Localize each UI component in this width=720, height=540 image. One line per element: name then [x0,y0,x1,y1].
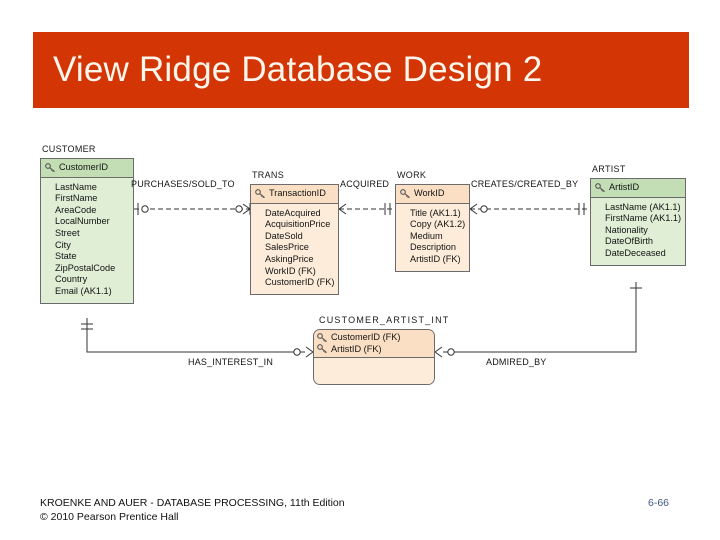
entity-attributes-customer-artist-int [314,358,434,385]
primary-key-icon [255,188,265,198]
er-diagram: CUSTOMER CustomerID LastName FirstName A… [0,112,720,412]
entity-box-trans: TransactionID DateAcquired AcquisitionPr… [250,184,339,295]
attribute: Medium [410,230,443,241]
attribute: DateDeceased [605,247,666,258]
pk-attribute-customerid: CustomerID [59,162,109,172]
pk-attribute-workid: WorkID [414,188,445,198]
attribute: SalesPrice [265,242,309,253]
pk-attribute-artistid-fk: ArtistID (FK) [331,343,382,354]
attribute: ArtistID (FK) [410,253,461,264]
entity-attributes-work: Title (AK1.1) Copy (AK1.2) Medium Descri… [396,203,469,271]
primary-key-icon [317,332,327,342]
attribute: LastName [55,181,97,192]
attribute: FirstName [55,193,98,204]
entity-customer-artist-int[interactable]: CUSTOMER_ARTIST_INT CustomerID (FK) [313,315,448,386]
attribute: State [55,251,77,262]
attribute: Title (AK1.1) [410,207,461,218]
entity-header-customer: CustomerID [41,159,133,178]
relationship-label-acquired: ACQUIRED [340,179,390,189]
entity-name-artist: ARTIST [592,164,626,174]
pk-row-artistid: ArtistID (FK) [317,344,430,356]
entity-box-work: WorkID Title (AK1.1) Copy (AK1.2) Medium… [395,184,470,272]
primary-key-icon [317,344,327,354]
attribute: WorkID (FK) [265,265,316,276]
relationship-label-has-interest-in: HAS_INTEREST_IN [188,357,274,367]
primary-key-icon [45,162,55,172]
entity-name-customer-artist-int: CUSTOMER_ARTIST_INT [319,315,450,325]
attribute: CustomerID (FK) [265,277,335,288]
attribute: DateOfBirth [605,236,653,247]
entity-attributes-customer: LastName FirstName AreaCode LocalNumber … [41,177,133,303]
entity-name-work: WORK [397,170,427,180]
attribute: AreaCode [55,204,97,215]
attribute: Description [410,242,456,253]
pk-row-customerid: CustomerID (FK) [317,332,430,344]
entity-header-work: WorkID [396,185,469,204]
relationship-label-creates-created-by: CREATES/CREATED_BY [471,179,579,189]
entity-work[interactable]: WORK WorkID Title (AK1.1) Copy (AK1.2) M… [395,170,470,272]
primary-key-icon [595,182,605,192]
entity-box-artist: ArtistID LastName (AK1.1) FirstName (AK1… [590,178,686,266]
title-banner: View Ridge Database Design 2 [33,32,689,108]
pk-attribute-artistid: ArtistID [609,182,640,192]
entity-header-customer-artist-int: CustomerID (FK) ArtistID (FK) [314,330,434,359]
entity-header-trans: TransactionID [251,185,338,204]
relationship-label-purchases-sold-to: PURCHASES/SOLD_TO [131,179,235,189]
entity-attributes-artist: LastName (AK1.1) FirstName (AK1.1) Natio… [591,197,685,265]
attribute: Country [55,274,88,285]
footer-line-2: © 2010 Pearson Prentice Hall [40,511,179,523]
attribute: LocalNumber [55,216,110,227]
entity-name-trans: TRANS [252,170,285,180]
entity-artist[interactable]: ARTIST ArtistID LastName (AK1.1) FirstNa… [590,164,686,266]
attribute: City [55,239,71,250]
attribute: ZipPostalCode [55,262,116,273]
attribute: DateAcquired [265,207,321,218]
footer-line-1: KROENKE AND AUER - DATABASE PROCESSING, … [40,497,345,509]
relationship-connectors [81,203,642,358]
relationship-label-admired-by: ADMIRED_BY [486,357,547,367]
pk-attribute-customerid-fk: CustomerID (FK) [331,332,401,342]
pk-attribute-transactionid: TransactionID [269,188,326,198]
attribute: AskingPrice [265,253,314,264]
primary-key-icon [400,188,410,198]
footer-attribution: KROENKE AND AUER - DATABASE PROCESSING, … [40,496,345,524]
attribute: LastName (AK1.1) [605,201,681,212]
attribute: Copy (AK1.2) [410,219,466,230]
attribute: AcquisitionPrice [265,219,331,230]
entity-box-customer-artist-int: CustomerID (FK) ArtistID (FK) [313,329,435,386]
attribute: Email (AK1.1) [55,285,112,296]
entity-header-artist: ArtistID [591,179,685,198]
page-number: 6-66 [648,497,670,509]
page-title: View Ridge Database Design 2 [53,50,543,89]
entity-name-customer: CUSTOMER [42,144,96,154]
attribute: Street [55,227,80,238]
attribute: FirstName (AK1.1) [605,213,682,224]
entity-trans[interactable]: TRANS TransactionID DateAcquired Acquisi… [250,170,339,295]
attribute: Nationality [605,224,648,235]
attribute: DateSold [265,230,303,241]
entity-customer[interactable]: CUSTOMER CustomerID LastName FirstName A… [40,144,134,304]
entity-box-customer: CustomerID LastName FirstName AreaCode L… [40,158,134,304]
entity-attributes-trans: DateAcquired AcquisitionPrice DateSold S… [251,203,338,294]
